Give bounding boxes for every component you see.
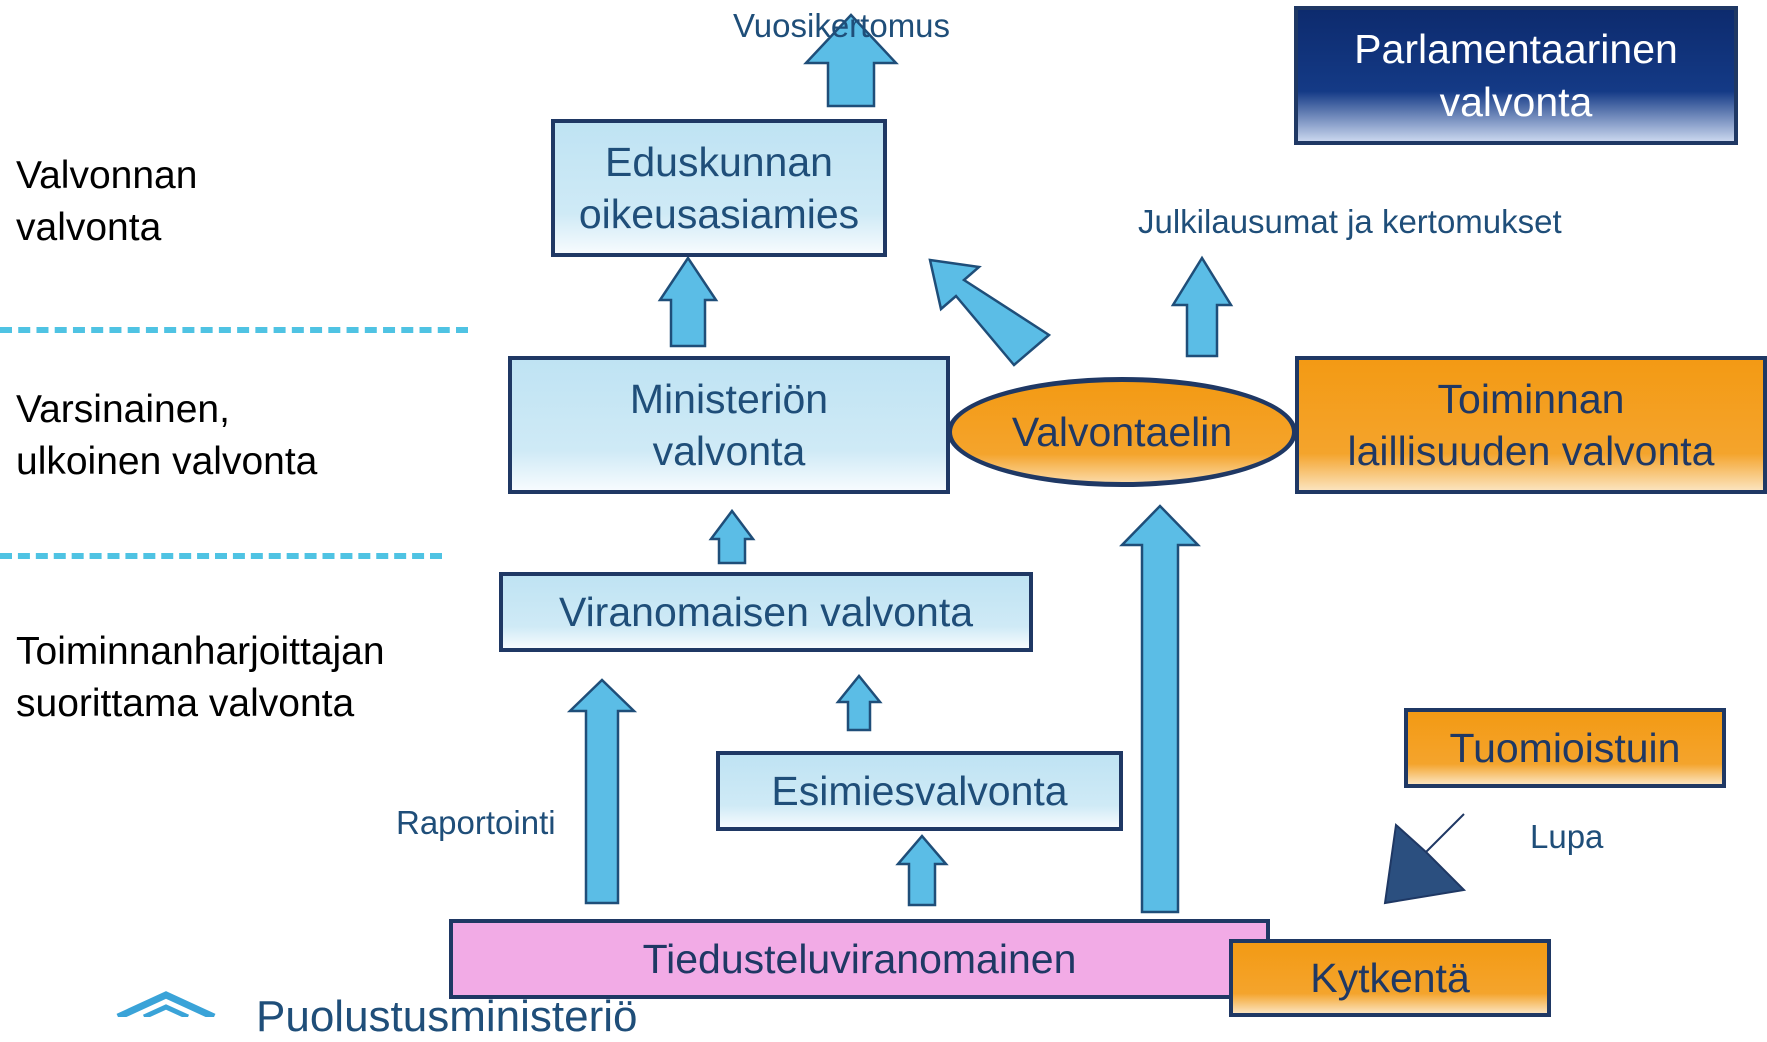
- arrow-diagonal-body-to-ombudsman: [928, 258, 1052, 367]
- node-connection: Kytkentä: [1229, 939, 1551, 1017]
- node-ministry-supervision: Ministeriön valvonta: [508, 356, 950, 494]
- arrow-up-to-annual-report: [803, 13, 899, 108]
- node-parliamentary-supervision: Parlamentaarinen valvonta: [1294, 6, 1738, 145]
- arrow-up-intelligence-to-body: [1119, 504, 1201, 914]
- level-label-external-supervision: Varsinainen, ulkoinen valvonta: [16, 388, 318, 484]
- node-ombudsman: Eduskunnan oikeusasiamies: [551, 119, 887, 257]
- ministry-logo-text: Puolustusministeriö: [256, 992, 638, 1041]
- ministry-logo-icon: [116, 991, 216, 1017]
- node-authority-supervision: Viranomaisen valvonta: [499, 572, 1033, 652]
- arrow-permission: [1383, 813, 1467, 905]
- arrow-up-authority-to-ministry: [708, 508, 756, 565]
- node-supervisory-body: Valvontaelin: [947, 377, 1297, 487]
- arrow-up-ministry-to-ombudsman: [657, 255, 719, 348]
- annotation-statements-and-reports: Julkilausumat ja kertomukset: [1138, 203, 1562, 240]
- arrow-up-intelligence-to-supervisor: [895, 834, 949, 907]
- arrow-up-reporting: [566, 678, 638, 905]
- arrow-up-to-statements: [1170, 255, 1234, 358]
- level-separator-lower: [0, 553, 442, 559]
- level-label-operator-supervision: Toiminnanharjoittajan suorittama valvont…: [16, 630, 385, 726]
- node-legality-supervision: Toiminnan laillisuuden valvonta: [1295, 356, 1767, 494]
- supervision-diagram: Valvonnan valvonta Varsinainen, ulkoinen…: [0, 6, 1767, 1041]
- node-supervisor-supervision: Esimiesvalvonta: [716, 751, 1123, 831]
- node-intelligence-authority: Tiedusteluviranomainen: [449, 919, 1270, 999]
- annotation-reporting: Raportointi: [396, 804, 556, 841]
- node-court: Tuomioistuin: [1404, 708, 1726, 788]
- arrow-up-supervisor-to-authority: [835, 674, 883, 732]
- annotation-annual-report: Vuosikertomus: [733, 7, 951, 44]
- level-label-supervision-of-supervision: Valvonnan valvonta: [16, 154, 198, 250]
- level-separator-upper: [0, 327, 468, 333]
- flow-arrows: [566, 13, 1467, 914]
- annotation-permission: Lupa: [1530, 818, 1604, 855]
